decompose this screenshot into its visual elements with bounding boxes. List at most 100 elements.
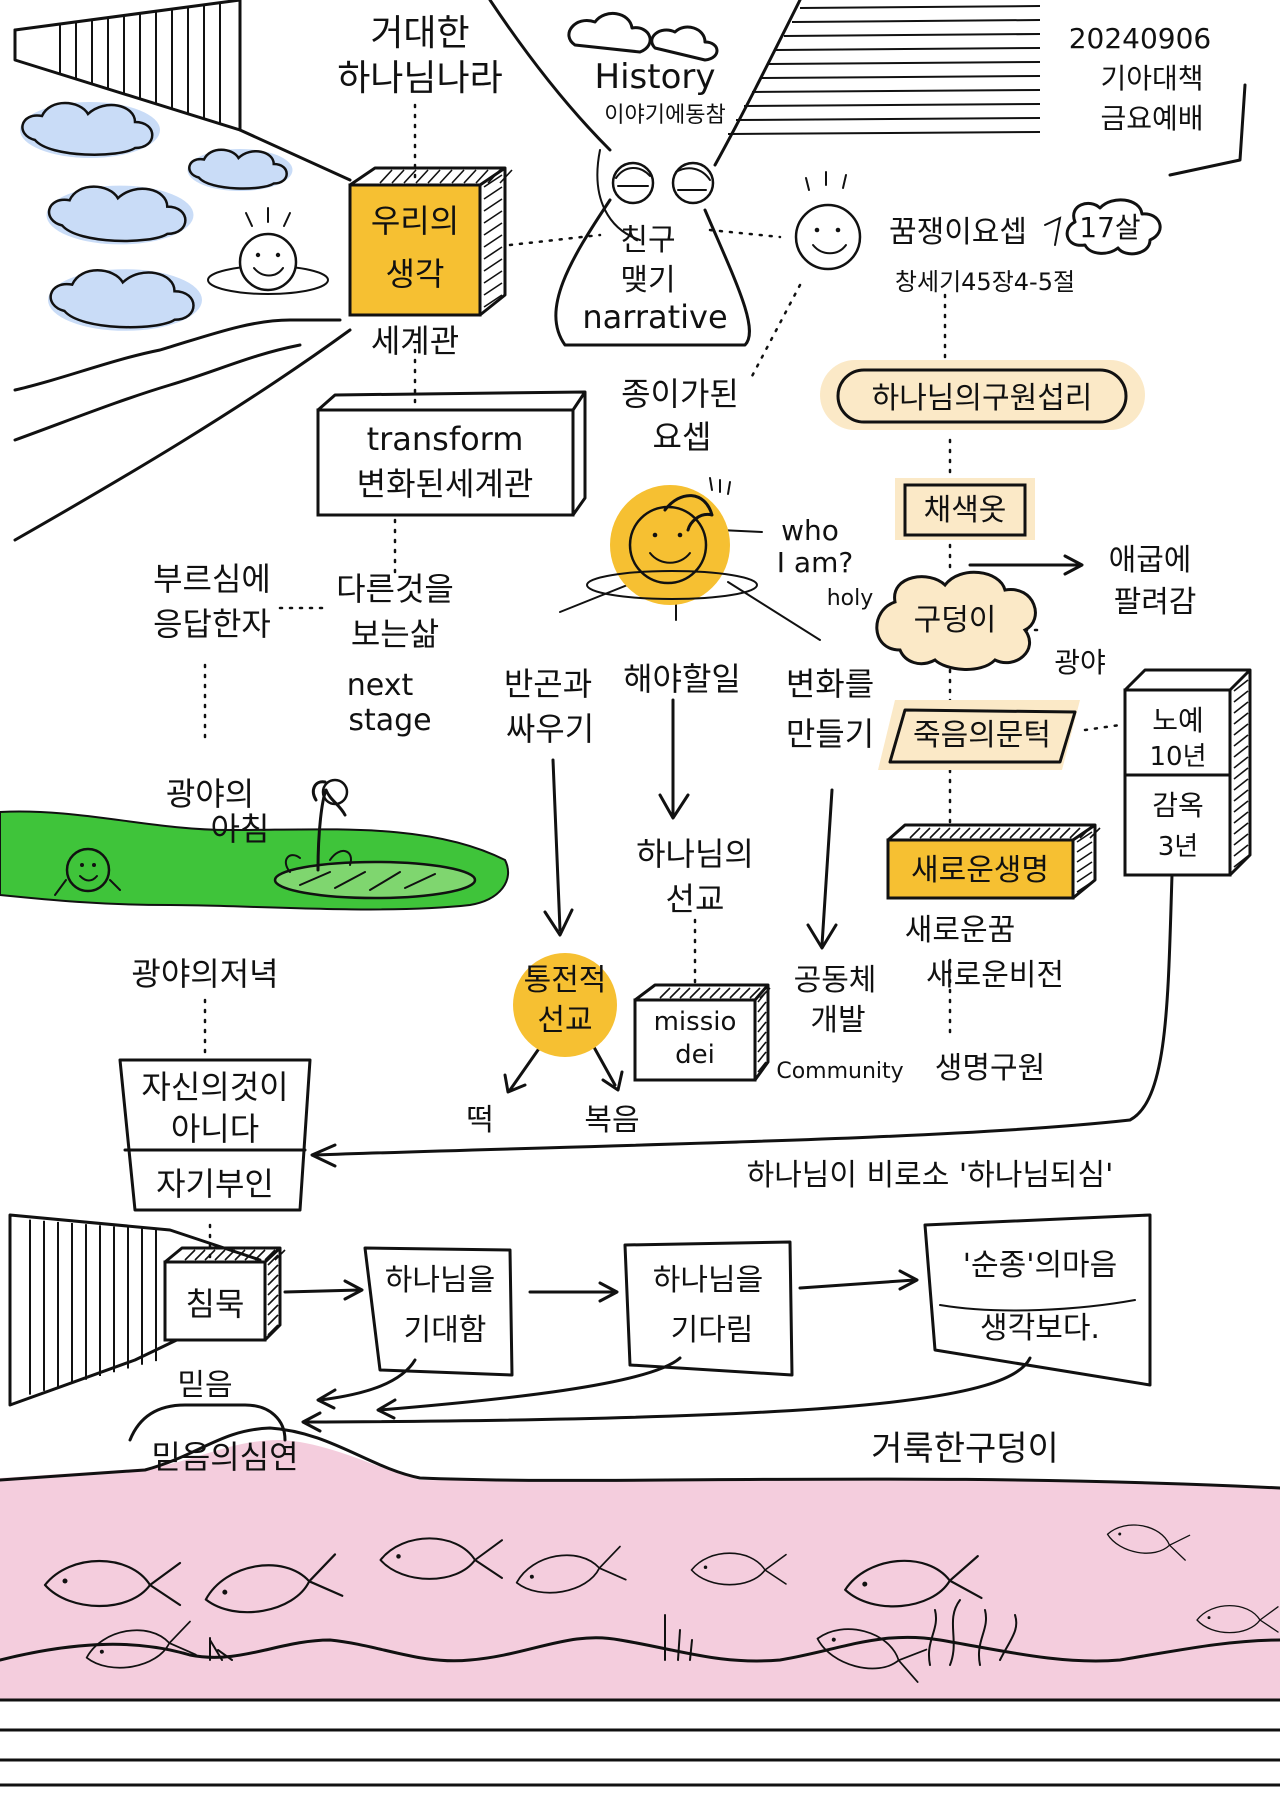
hatch-line [1233,778,1249,791]
hatch-line [1076,861,1093,873]
cloud-fill [187,149,293,191]
hatch-line [1233,690,1249,703]
hatch-line [1233,844,1249,857]
expect-box [363,1246,514,1377]
hatch-line [1019,827,1031,839]
obey-line1: '순종'의마음 [963,1248,1118,1283]
missio-dei-box [633,983,771,1082]
sun-smiley [207,207,329,295]
morning-line1: 광야의 [166,775,254,813]
stripe-line [727,131,1041,135]
narrative-text: narrative [582,298,727,336]
hatch-line [749,987,761,999]
hatch-line [757,1051,767,1063]
hatch-line [439,169,453,184]
hatch-line [483,294,503,308]
fish [844,1555,983,1608]
top-left-stripes [13,0,242,132]
stripe-line [791,19,1041,23]
hatch-line [274,1249,286,1261]
hatch-line [1076,841,1093,853]
change-line1: 변화를 [786,665,874,703]
gods-mission-line1: 하나님의 [636,835,754,873]
see-line2: 보는삶 [351,615,439,653]
cloud-outline [188,148,288,190]
evening-text: 광야의저녁 [131,955,278,993]
date-text: 20240906 [1069,22,1212,55]
hatch-line [1076,831,1093,843]
event-line1: 기아대책 [1100,62,1203,95]
who-am-i-sun [586,477,758,605]
hatch-line [929,827,941,839]
hatch-line [1233,712,1249,725]
dots-mountain-to-joseph [708,228,782,239]
hatch-line [391,169,405,184]
text-layer: 20240906 기아대책 금요예배 거대한 하나님나라 우리의 생각 세계관 … [131,13,1211,1476]
community-dev-line2: 개발 [810,1003,865,1038]
seaweed-center [664,1614,693,1661]
wilderness-text: 광야 [1054,646,1106,679]
holistic-mission-blob [513,953,617,1057]
new-vision-text: 새로운비전 [926,958,1064,993]
fight-poverty-line1: 반곤과 [504,665,592,703]
not-mine-line2: 아니다 [171,1110,259,1148]
slave-years-line1: 노예 [1152,704,1204,737]
not-mine-line1: 자신의것이 [141,1068,288,1106]
hatch-line [909,827,921,839]
hatch-line [1049,827,1061,839]
friend-line1: 친구 [620,223,675,258]
kingdom-line1: 거대한 [370,13,469,54]
joseph-smiley [794,171,862,271]
slave-years-line2: 10년 [1149,742,1206,772]
prison-line2: 3년 [1158,832,1198,862]
fight-poverty-line2: 싸우기 [506,710,594,748]
silence-text: 침묵 [186,1285,245,1323]
fish [690,1552,787,1586]
hatch-line [1233,822,1249,835]
new-life-box [886,823,1101,900]
arrows-to-faith [301,1356,1032,1433]
pond-ripples [299,871,436,891]
hatch-line [1233,679,1249,692]
salvation-plan-pill [820,360,1145,430]
two-friends-faces [611,161,715,205]
morning-line2: 아침 [211,810,270,848]
sea-shore-line [0,1426,1280,1490]
hatch-line [1233,745,1249,758]
transform-box [316,390,587,517]
stripe-line [759,75,1041,79]
hatch-line [679,987,691,999]
hatch-line [451,169,465,184]
hatch-line [267,1314,279,1326]
stripe-line [775,47,1041,51]
stripe-line [767,61,1041,65]
worldview-text: 세계관 [371,322,459,360]
arrow-change [806,788,838,950]
coat-text: 채색옷 [924,493,1007,528]
coat-box [895,478,1035,540]
hatch-line [979,827,991,839]
hatch-line [757,1021,767,1033]
gospel-text: 복음 [584,1103,639,1138]
call-line1: 부르심에 [153,560,271,598]
kingdom-line2: 하나님나라 [337,58,503,99]
missio-text: missio [654,1007,737,1037]
hatch-line [689,987,701,999]
i-am-text: I am? [777,546,853,579]
death-threshold-text: 죽음의문턱 [913,718,1051,753]
hatch-line [427,169,441,184]
dei-text: dei [675,1040,715,1070]
not-mine-box [118,1058,312,1212]
meadow-smiley [54,847,121,896]
new-dream-text: 새로운꿈 [905,913,1015,948]
cloud-outline [49,269,195,329]
hatch-line [194,1249,206,1261]
hatch-line [224,1249,236,1261]
hatch-line [475,169,489,184]
hatch-line [267,1264,279,1276]
obey-box [923,1213,1152,1387]
community-dev-line1: 공동체 [794,963,877,998]
arrow-silence-to-expect [283,1279,364,1301]
hatch-line [757,1031,767,1043]
